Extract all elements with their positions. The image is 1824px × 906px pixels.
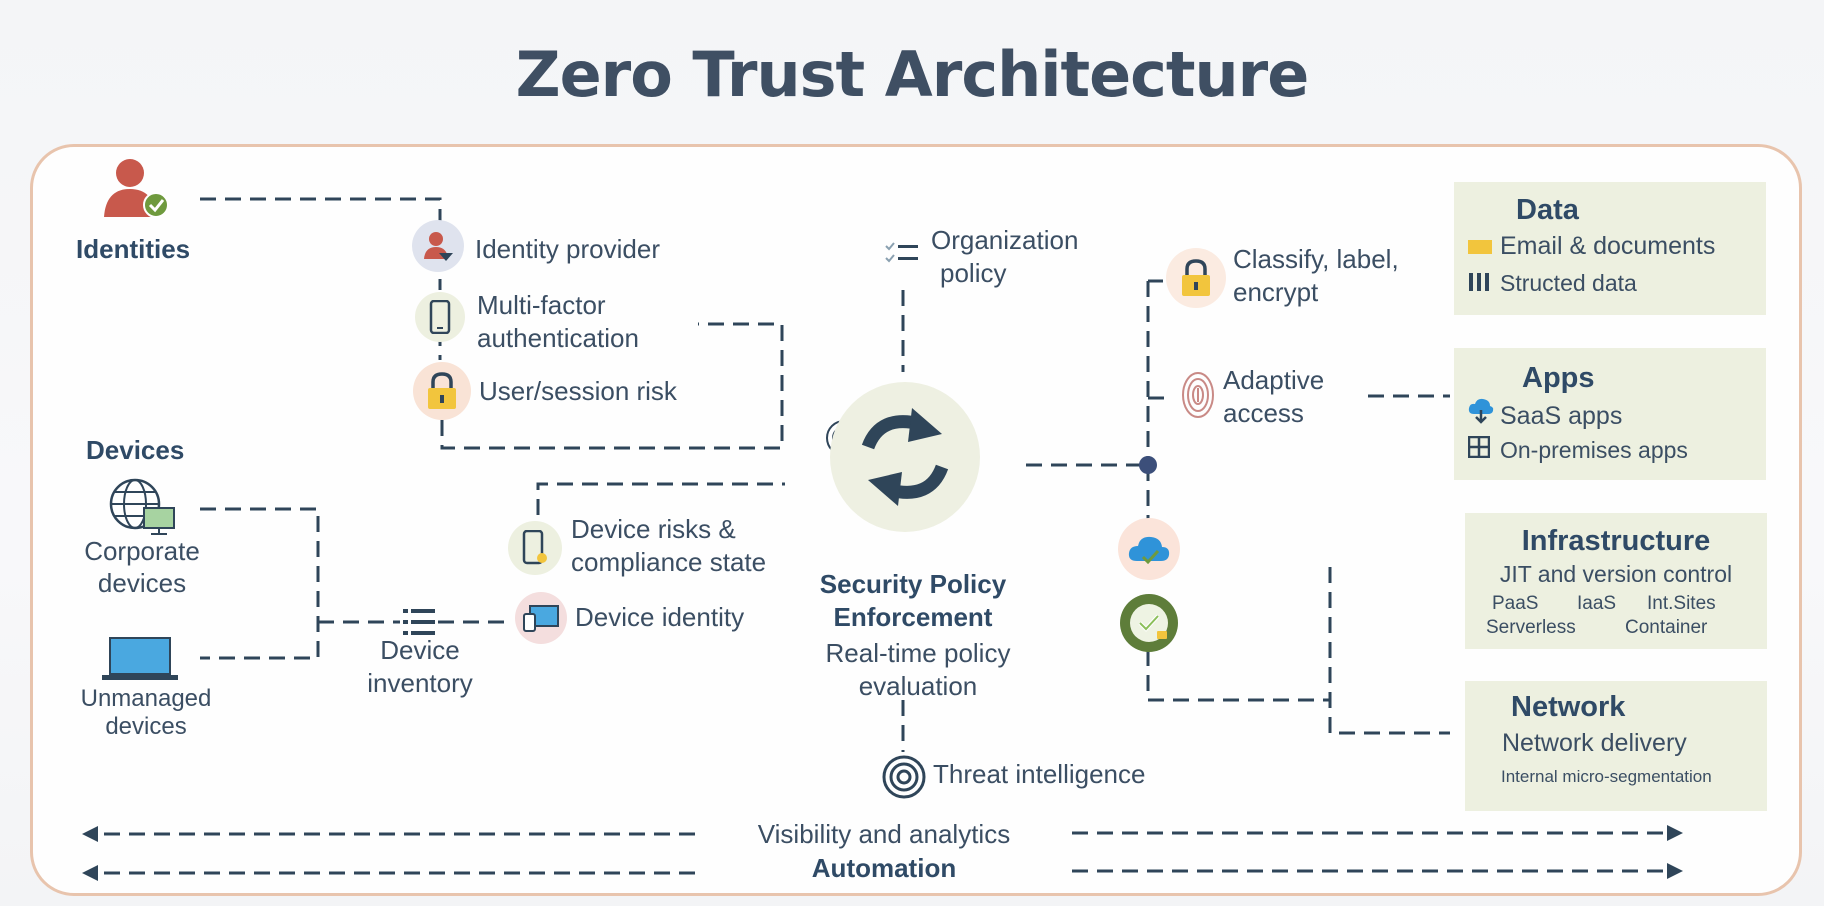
infrastructure-container: Container [1625,617,1708,638]
infrastructure-serverless: Serverless [1486,617,1576,638]
adaptive-access-line1: Adaptive [1223,365,1325,395]
classify-lock-icon [1166,248,1226,308]
center-title-line1: Security Policy [819,569,1007,599]
lock-icon [413,362,471,420]
cloud-check-icon [1118,518,1180,580]
building-icon [1467,435,1491,464]
data-panel-title: Data [1516,194,1579,226]
infrastructure-panel-title: Infrastructure [1521,525,1711,557]
session-risk-label: User/session risk [479,376,677,406]
page-title: Zero Trust Architecture [515,38,1310,111]
automation-label: Automation [811,853,957,883]
apps-panel: Apps SaaS apps On-premises apps [1454,348,1766,480]
list-icon [403,607,435,637]
identity-person-icon [100,155,172,219]
sync-cycle-icon [830,382,980,532]
data-panel-item-structured: Structed data [1500,270,1637,296]
globe-monitor-icon [108,476,178,536]
identities-label: Identities [76,234,191,264]
device-risks-line2: compliance state [571,547,767,577]
wire-infra-network [1328,567,1450,735]
corporate-devices-line1: Corporate [84,536,200,566]
organization-policy-line2: policy [940,258,1007,288]
checklist-icon [885,240,919,266]
infrastructure-jit: JIT and version control [1499,561,1733,587]
junction-dot [1139,456,1157,474]
infrastructure-iaas: IaaS [1577,593,1617,614]
infrastructure-panel: Infrastructure JIT and version control P… [1465,513,1767,649]
apps-panel-item-onprem: On-premises apps [1500,437,1688,463]
arrowhead-automation-right [1667,863,1683,879]
apps-panel-item-saas: SaaS apps [1500,402,1623,430]
laptop-icon [102,636,178,682]
saas-cloud-icon [1468,398,1494,431]
device-identity-icon [515,592,567,644]
unmanaged-devices-line2: devices [105,713,187,740]
data-panel-item-email: Email & documents [1500,232,1716,260]
network-micro-segmentation: Internal micro-segmentation [1501,767,1712,786]
mfa-label-line1: Multi-factor [477,290,606,320]
threat-radar-icon [881,754,927,800]
apps-panel-title: Apps [1522,362,1595,394]
device-inventory-line1: Device [380,635,460,665]
mfa-label-line2: authentication [477,323,639,353]
classify-line2: encrypt [1233,277,1319,307]
arrowhead-visibility-right [1667,825,1683,841]
corporate-devices-line2: devices [97,568,187,598]
wire-identity-provider [200,197,442,232]
classify-line1: Classify, label, [1233,244,1399,274]
threat-intelligence-label: Threat intelligence [933,759,1146,789]
network-panel: Network Network delivery Internal micro-… [1465,681,1767,811]
phone-icon [415,292,465,342]
center-sub-line1: Real-time policy [825,638,1011,668]
center-sub-line2: evaluation [858,671,978,701]
adaptive-fingerprint-icon [1180,370,1216,420]
device-risk-phone-icon [508,521,562,575]
identity-provider-label: Identity provider [475,234,660,264]
device-identity-label: Device identity [575,602,745,632]
wire-corporate [200,507,320,660]
device-inventory-line2: inventory [367,668,473,698]
arrowhead-automation-left [82,865,98,881]
center-title-line2: Enforcement [833,602,993,632]
database-icon [1468,270,1490,297]
device-risks-line1: Device risks & [571,514,736,544]
devices-header: Devices [86,435,185,465]
infrastructure-paas: PaaS [1492,593,1539,614]
email-icon [1468,232,1492,261]
network-delivery: Network delivery [1502,729,1687,757]
arrowhead-visibility-left [82,826,98,842]
shield-check-icon [1120,594,1178,652]
data-panel: Data Email & documents Structed data [1454,182,1766,315]
wire-lower-infra [1146,650,1330,702]
adaptive-access-line2: access [1223,398,1304,428]
identity-provider-icon [412,220,464,272]
organization-policy-line1: Organization [931,225,1079,255]
wire-devices-to-center [536,482,785,540]
network-panel-title: Network [1511,691,1626,723]
unmanaged-devices-line1: Unmanaged [80,685,212,712]
infrastructure-intsites: Int.Sites [1647,593,1716,614]
visibility-analytics-label: Visibility and analytics [757,819,1011,849]
